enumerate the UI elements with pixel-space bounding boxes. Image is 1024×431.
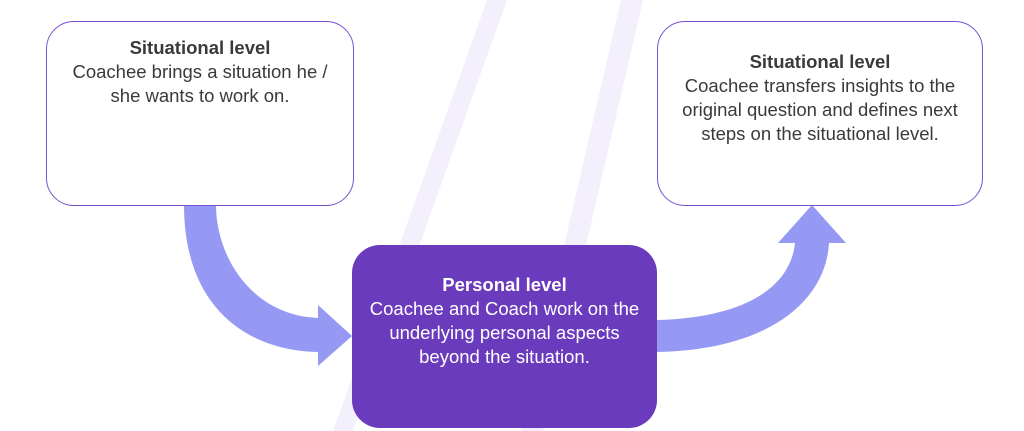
- node-title: Situational level: [129, 37, 271, 58]
- arrow-situational-to-personal: [184, 205, 352, 366]
- node-title: Personal level: [442, 274, 567, 295]
- node-description: Coachee transfers insights to the origin…: [682, 75, 958, 144]
- arrow-personal-to-situational: [657, 205, 846, 352]
- node-title: Situational level: [749, 51, 891, 72]
- situational-level-start-node: Situational level Coachee brings a situa…: [46, 21, 354, 206]
- personal-level-node: Personal level Coachee and Coach work on…: [352, 245, 657, 428]
- situational-level-end-node: Situational level Coachee transfers insi…: [657, 21, 983, 206]
- node-description: Coachee brings a situation he / she want…: [72, 61, 328, 106]
- node-description: Coachee and Coach work on the underlying…: [369, 298, 640, 367]
